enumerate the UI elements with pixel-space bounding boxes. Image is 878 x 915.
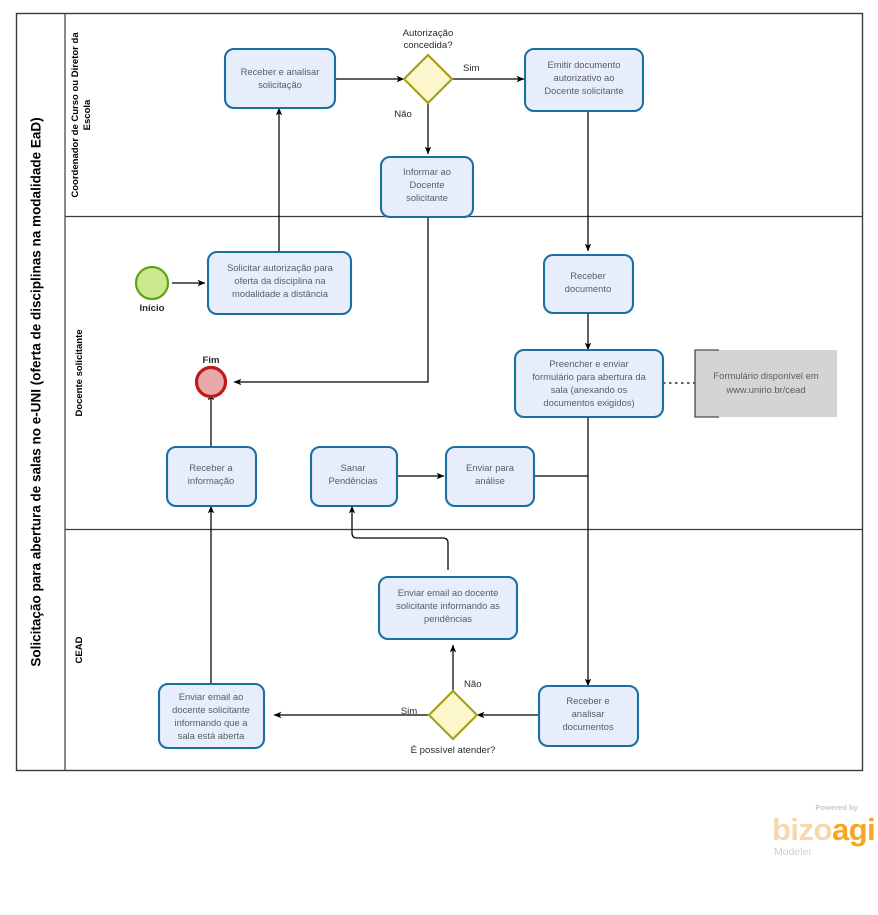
- task-t4-shape[interactable]: [206, 250, 353, 316]
- lane-label-cead: CEAD: [74, 636, 85, 663]
- end-event-fim[interactable]: Fim: [194, 355, 228, 399]
- task-t9-line-2: análise: [475, 475, 505, 486]
- end-event-label: Fim: [202, 355, 219, 366]
- branding-bizagi-logo: bizoagi: [772, 812, 875, 847]
- task-t8-line-1: Sanar: [340, 462, 365, 473]
- flow-label-g2-yes: Sim: [401, 706, 418, 717]
- start-event-inicio[interactable]: Início: [134, 265, 170, 314]
- lane-header-cead: CEAD: [74, 636, 85, 663]
- task-t11-shape[interactable]: [157, 682, 266, 750]
- task-t12-line-1: Receber e: [566, 695, 609, 706]
- task-t5-shape[interactable]: [542, 253, 635, 315]
- branding-bizagi-accent: agi: [832, 812, 875, 847]
- task-solicitar-autorizacao[interactable]: Solicitar autorização para oferta da dis…: [206, 250, 353, 316]
- task-t2-shape[interactable]: [523, 47, 645, 113]
- task-t11-line-3: informando que a: [175, 717, 249, 728]
- annotation-bracket: [694, 349, 719, 418]
- task-enviar-para-analise[interactable]: Enviar para análise: [444, 445, 536, 508]
- gateway-e-possivel-atender[interactable]: É possível atender?: [411, 689, 496, 756]
- task-t7-line-2: informação: [188, 475, 234, 486]
- task-emitir-documento-autorizativo[interactable]: Emitir documento autorizativo ao Docente…: [523, 47, 645, 113]
- task-t5-line-1: Receber: [570, 270, 605, 281]
- bizagi-branding: Powered by bizoagi Modeler: [772, 803, 876, 858]
- start-event-circle[interactable]: [134, 265, 170, 301]
- task-receber-e-analisar-solicitacao[interactable]: Receber e analisar solicitação: [223, 47, 337, 110]
- task-t9-shape[interactable]: [444, 445, 536, 508]
- start-event-label: Início: [139, 303, 164, 314]
- task-t7-line-1: Receber a: [189, 462, 233, 473]
- task-t6-line-3: sala (anexando os: [551, 384, 628, 395]
- pool: Solicitação para abertura de salas no e-…: [15, 12, 864, 772]
- task-t9-line-1: Enviar para: [466, 462, 515, 473]
- task-t6-line-4: documentos exigidos): [543, 397, 634, 408]
- task-t10-line-2: solicitante informando as: [396, 600, 500, 611]
- text-annotation-formulario: Formulário disponível em www.unirio.br/c…: [694, 349, 837, 418]
- flow-label-g1-yes: Sim: [463, 63, 480, 74]
- annotation-line-1: Formulário disponível em: [713, 370, 818, 381]
- gateway-g2-caption: É possível atender?: [411, 745, 496, 756]
- gateway-g1-shape[interactable]: [402, 53, 454, 105]
- task-t10-line-1: Enviar email ao docente: [398, 587, 499, 598]
- task-enviar-email-pendencias[interactable]: Enviar email ao docente solicitante info…: [377, 575, 519, 641]
- task-t4-line-2: oferta da disciplina na: [234, 275, 326, 286]
- branding-bizagi-prefix: bizo: [772, 812, 832, 847]
- task-t12-line-3: documentos: [562, 721, 613, 732]
- gateway-g2-shape[interactable]: [427, 689, 479, 741]
- task-receber-e-analisar-documentos[interactable]: Receber e analisar documentos: [537, 684, 640, 748]
- pool-title: Solicitação para abertura de salas no e-…: [29, 117, 44, 666]
- task-t12-shape[interactable]: [537, 684, 640, 748]
- task-t11-line-1: Enviar email ao: [179, 691, 244, 702]
- task-t8-shape[interactable]: [309, 445, 399, 508]
- task-receber-a-informacao[interactable]: Receber a informação: [165, 445, 258, 508]
- task-t6-line-1: Preencher e enviar: [549, 358, 628, 369]
- task-preencher-e-enviar-formulario[interactable]: Preencher e enviar formulário para abert…: [513, 348, 665, 419]
- task-t3-line-2: Docente: [410, 179, 445, 190]
- annotation-line-2: www.unirio.br/cead: [725, 384, 805, 395]
- task-t5-line-2: documento: [565, 283, 611, 294]
- task-t11-line-4: sala está aberta: [178, 730, 245, 741]
- task-t1-shape[interactable]: [223, 47, 337, 110]
- flow-labels: Sim Não Sim Não: [394, 63, 481, 717]
- task-t3-line-3: solicitante: [406, 192, 448, 203]
- task-t3-line-1: Informar ao: [403, 166, 451, 177]
- task-t3-shape[interactable]: [379, 155, 475, 219]
- task-t2-line-1: Emitir documento: [548, 59, 621, 70]
- task-sanar-pendencias[interactable]: Sanar Pendências: [309, 445, 399, 508]
- task-t10-shape[interactable]: [377, 575, 519, 641]
- task-t4-line-1: Solicitar autorização para: [227, 262, 334, 273]
- sequence-flows: [172, 75, 695, 719]
- task-t1-line-1: Receber e analisar: [241, 66, 320, 77]
- task-t2-line-3: Docente solicitante: [544, 85, 623, 96]
- task-t4-line-3: modalidade a distância: [232, 288, 329, 299]
- task-t7-shape[interactable]: [165, 445, 258, 508]
- lane-header-docente: Docente solicitante: [74, 329, 85, 416]
- flow-label-g2-no: Não: [464, 679, 482, 690]
- lane-label-docente: Docente solicitante: [74, 329, 85, 416]
- task-t6-shape[interactable]: [513, 348, 665, 419]
- end-event-circle[interactable]: [194, 365, 228, 399]
- task-t6-line-2: formulário para abertura da: [532, 371, 646, 382]
- gateway-g1-caption-line2: concedida?: [403, 40, 452, 51]
- task-t2-line-2: autorizativo ao: [554, 72, 615, 83]
- lane-label-coordenador-line2: Escola: [82, 99, 93, 130]
- lane-label-coordenador-line1: Coordenador de Curso ou Diretor da: [70, 32, 81, 198]
- gateway-autorizacao-concedida[interactable]: Autorização concedida?: [402, 28, 454, 105]
- pool-border: [15, 12, 864, 772]
- task-receber-documento[interactable]: Receber documento: [542, 253, 635, 315]
- task-t8-line-2: Pendências: [329, 475, 378, 486]
- task-informar-ao-docente-solicitante[interactable]: Informar ao Docente solicitante: [379, 155, 475, 219]
- task-t10-line-3: pendências: [424, 613, 472, 624]
- branding-powered-by-label: Powered by: [815, 803, 858, 812]
- gateway-g1-caption-line1: Autorização: [403, 28, 454, 39]
- flow-label-g1-no: Não: [394, 109, 412, 120]
- task-enviar-email-sala-aberta[interactable]: Enviar email ao docente solicitante info…: [157, 682, 266, 750]
- branding-product-label: Modeler: [774, 846, 812, 858]
- annotation-background: [695, 350, 837, 417]
- task-t1-line-2: solicitação: [258, 79, 302, 90]
- flow-t10-to-t8: [348, 505, 449, 570]
- flow-t3-to-end: [233, 216, 429, 386]
- task-t11-line-2: docente solicitante: [172, 704, 250, 715]
- task-t12-line-2: analisar: [572, 708, 605, 719]
- lane-header-coordenador: Coordenador de Curso ou Diretor da Escol…: [70, 32, 93, 198]
